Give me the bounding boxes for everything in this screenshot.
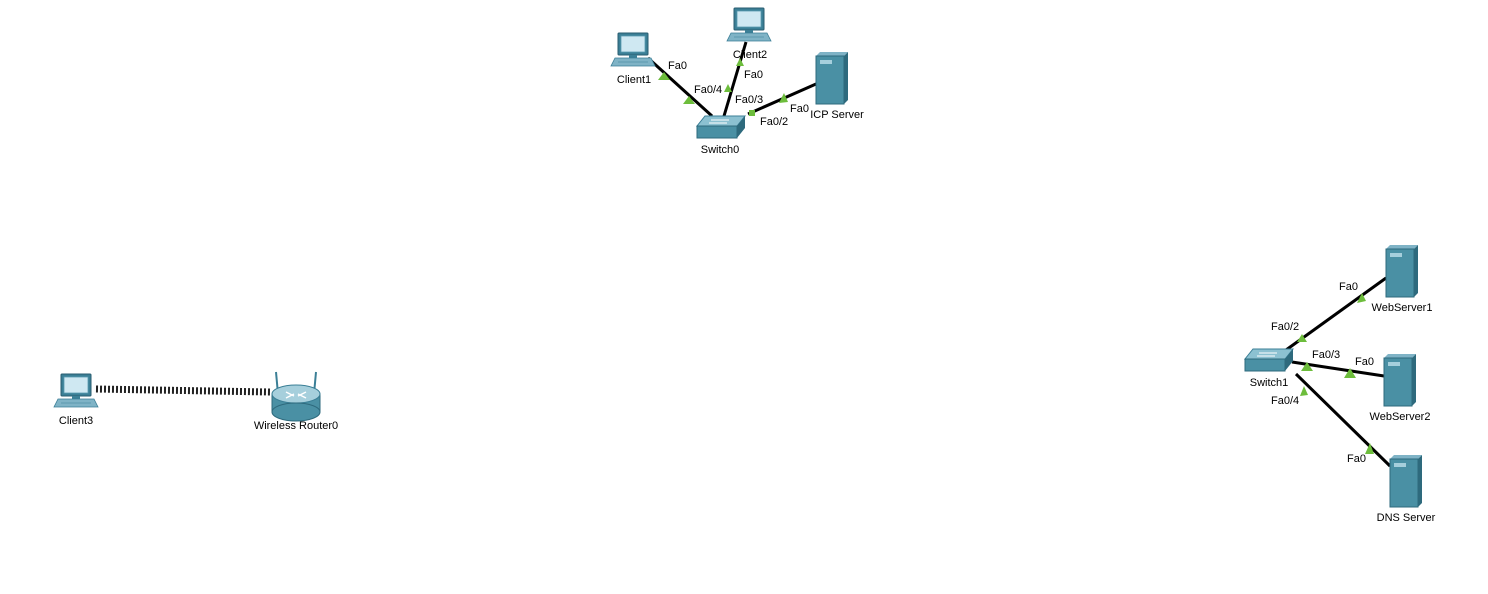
link-indicator [779,93,788,103]
server-icon [1389,454,1423,508]
dns-server-label: DNS Server [1377,512,1436,524]
server-icon [1383,353,1417,407]
link-indicator [749,110,755,116]
cable-client1-switch0[interactable] [646,56,714,118]
webserver2[interactable]: WebServer2 [1370,353,1431,423]
port-label: Fa0 [790,103,809,115]
icp-server[interactable]: ICP Server [810,51,864,121]
wireless-router-label: Wireless Router0 [254,420,338,432]
link-indicator [1301,362,1313,371]
link-indicator [1365,443,1374,454]
port-label: Fa0/2 [760,116,788,128]
wireless-router0[interactable]: Wireless Router0 [254,371,338,432]
wireless-link [95,385,271,396]
webserver2-label: WebServer2 [1370,411,1431,423]
port-label: Fa0 [1339,281,1358,293]
link-indicator [658,72,670,80]
client3-pc[interactable]: Client3 [53,373,99,427]
server-icon [815,51,849,105]
port-label: Fa0/2 [1271,321,1299,333]
port-label: Fa0/3 [735,94,763,106]
webserver1-label: WebServer1 [1372,302,1433,314]
client3-label: Client3 [59,415,93,427]
link-indicator [683,96,695,104]
port-label: Fa0 [1347,453,1366,465]
link-indicator [1297,334,1307,342]
cable-client2-switch0[interactable] [722,41,748,117]
pc-icon [53,373,99,408]
wireless-router-icon [271,371,321,422]
client1-label: Client1 [617,74,651,86]
switch0-label: Switch0 [701,144,740,156]
pc-icon [726,7,772,42]
port-label: Fa0/4 [1271,395,1299,407]
port-label: Fa0 [1355,356,1374,368]
client2-label: Client2 [733,49,767,61]
webserver1[interactable]: WebServer1 [1372,244,1433,314]
link-indicator [1344,368,1356,378]
port-label: Fa0/4 [694,84,722,96]
link-indicators [658,58,1374,454]
link-indicator [736,58,744,66]
port-label: Fa0/3 [1312,349,1340,361]
link-indicator [1357,293,1366,303]
client1-pc[interactable]: Client1 [610,32,656,86]
pc-icon [610,32,656,67]
server-icon [1385,244,1419,298]
switch1[interactable]: Switch1 [1244,348,1294,389]
switch0[interactable]: Switch0 [696,115,746,156]
switch-icon [1244,348,1294,372]
port-labels: Fa0 Fa0/4 Fa0 Fa0/3 Fa0 Fa0/2 Fa0 Fa0/2 … [668,60,1374,465]
link-indicator [724,84,732,92]
cable-dns-switch1[interactable] [1294,372,1392,468]
icp-server-label: ICP Server [810,109,864,121]
link-indicator [1300,386,1308,396]
switch-icon [696,115,746,139]
port-label: Fa0 [744,69,763,81]
client2-pc[interactable]: Client2 [726,7,772,61]
switch1-label: Switch1 [1250,377,1289,389]
dns-server[interactable]: DNS Server [1377,454,1436,524]
port-label: Fa0 [668,60,687,72]
